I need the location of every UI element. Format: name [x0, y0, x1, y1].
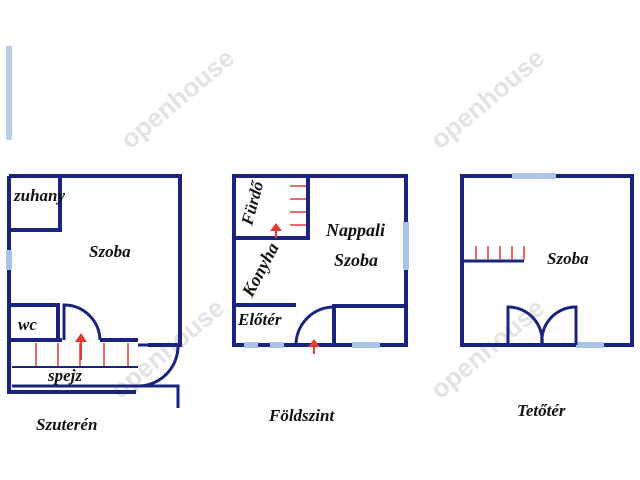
suteren-left-wall	[7, 176, 136, 394]
room-label-szoba: Szoba	[334, 250, 378, 270]
furdo-wall	[234, 176, 310, 240]
door-swing	[137, 343, 180, 388]
foldszint-stairs	[290, 185, 306, 226]
window	[244, 342, 258, 348]
window	[270, 342, 284, 348]
room-label-nappali: Nappali	[325, 220, 385, 240]
room-label-zuhany: zuhany	[13, 186, 65, 205]
zuhany-wall	[9, 176, 62, 232]
room-label-eloter: Előtér	[237, 310, 282, 329]
room-label-konyha: Konyha	[237, 239, 282, 301]
plan-title-tetoter: Tetőtér	[517, 401, 566, 420]
room-label-szoba: Szoba	[89, 242, 131, 261]
watermark-text: openhouse	[105, 292, 231, 404]
plan-title-suteren: Szuterén	[36, 415, 97, 434]
watermark-text: openhouse	[425, 42, 551, 154]
foldszint-outer-wall	[232, 174, 408, 347]
up-arrow	[308, 339, 320, 354]
plan-title-foldszint: Földszint	[268, 406, 335, 425]
wc-wall	[9, 303, 60, 340]
window	[352, 342, 380, 348]
suteren-stairs	[35, 343, 129, 366]
accent-bar	[6, 46, 12, 140]
window	[576, 342, 604, 348]
room-label-szoba: Szoba	[547, 249, 589, 268]
window	[403, 222, 409, 270]
room-label-spejz: spejz	[47, 366, 82, 385]
up-arrow	[75, 333, 87, 360]
door-swing	[540, 305, 578, 346]
up-arrow	[270, 223, 282, 238]
window	[512, 173, 556, 179]
spejz-wall	[12, 384, 180, 408]
door-swing	[294, 305, 336, 346]
tetoter-stairs	[475, 246, 525, 260]
eloter-wall	[332, 304, 406, 345]
window	[6, 250, 12, 270]
watermark-text: openhouse	[115, 42, 241, 154]
door-swing	[62, 303, 102, 341]
tetoter-outer-wall	[460, 174, 634, 347]
plan-tetoter	[460, 174, 634, 347]
room-label-wc: wc	[18, 315, 37, 334]
room-label-furdo: Fürdő	[237, 178, 267, 228]
watermark-text: openhouse	[425, 292, 551, 404]
